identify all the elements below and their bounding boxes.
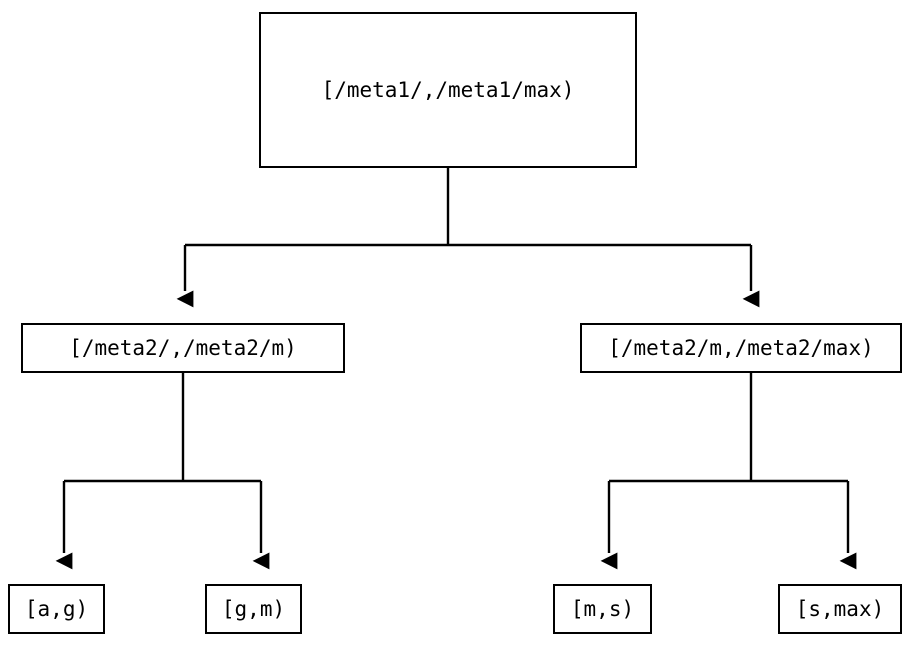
node-leaf-s-max[interactable]: [s,max) (778, 584, 902, 634)
node-leaf-g-m[interactable]: [g,m) (205, 584, 302, 634)
node-leaf-m-s[interactable]: [m,s) (553, 584, 652, 634)
node-root-label: [/meta1/,/meta1/max) (321, 77, 575, 102)
node-root[interactable]: [/meta1/,/meta1/max) (259, 12, 637, 168)
node-leaf-s-max-label: [s,max) (795, 596, 885, 621)
node-mid-left[interactable]: [/meta2/,/meta2/m) (21, 323, 345, 373)
node-leaf-a-g-label: [a,g) (24, 596, 89, 621)
edge-mid-right-to-leaves (600, 373, 857, 570)
node-leaf-a-g[interactable]: [a,g) (8, 584, 105, 634)
node-mid-left-label: [/meta2/,/meta2/m) (69, 335, 297, 360)
node-mid-right-label: [/meta2/m,/meta2/max) (608, 335, 874, 360)
edge-mid-left-to-leaves (55, 373, 270, 570)
node-leaf-g-m-label: [g,m) (221, 596, 286, 621)
node-leaf-m-s-label: [m,s) (570, 596, 635, 621)
edge-root-to-mid-level (176, 168, 760, 308)
node-mid-right[interactable]: [/meta2/m,/meta2/max) (580, 323, 902, 373)
